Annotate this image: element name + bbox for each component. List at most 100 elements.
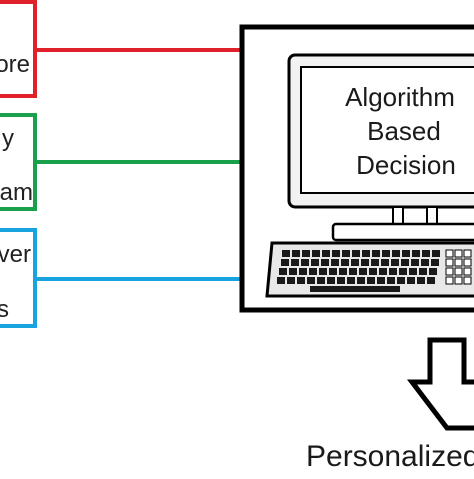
keyboard-key: [279, 268, 287, 275]
keyboard-key: [367, 277, 375, 284]
keyboard-key: [427, 277, 435, 284]
keyboard-key: [409, 268, 417, 275]
keyboard-key: [377, 277, 385, 284]
keyboard-key: [362, 250, 370, 257]
keyboard-key: [422, 250, 430, 257]
input-box-3-frame: [0, 228, 37, 328]
input-box-2-frame: [0, 113, 37, 211]
numpad-key: [445, 276, 454, 285]
keyboard-key: [342, 250, 350, 257]
input-box-3-line-1: ver: [0, 241, 31, 268]
screen-line-1: Algorithm: [345, 82, 455, 112]
keyboard-key: [282, 250, 290, 257]
input-box-1: ore: [0, 0, 37, 98]
numpad-key: [463, 249, 472, 258]
keyboard-key: [291, 259, 299, 266]
keyboard-key: [401, 259, 409, 266]
keyboard-key: [277, 277, 285, 284]
input-box-2-line-2: am: [0, 179, 33, 206]
keyboard-key: [302, 250, 310, 257]
screen-line-2: Based: [367, 116, 441, 146]
keyboard-key: [309, 268, 317, 275]
numpad-key: [463, 276, 472, 285]
keyboard-key: [419, 268, 427, 275]
monitor-neck-2: [426, 206, 438, 226]
keyboard-key: [431, 259, 439, 266]
monitor: Algorithm Based Decision: [287, 53, 474, 242]
down-arrow-icon: [406, 337, 474, 431]
keyboard: [265, 241, 474, 298]
input-box-1-frame: [0, 0, 37, 98]
keyboard-key: [412, 250, 420, 257]
keyboard-key: [402, 250, 410, 257]
monitor-screen: [300, 66, 474, 194]
keyboard-key: [361, 259, 369, 266]
keyboard-key: [411, 259, 419, 266]
numpad-key: [445, 249, 454, 258]
keyboard-key: [391, 259, 399, 266]
keyboard-key: [307, 277, 315, 284]
keyboard-key: [331, 259, 339, 266]
keyboard-key: [359, 268, 367, 275]
input-box-2: y am: [0, 113, 37, 211]
keyboard-key: [421, 259, 429, 266]
numpad-key: [454, 276, 463, 285]
monitor-neck: [392, 206, 404, 226]
input-box-3: ver s: [0, 228, 37, 328]
keyboard-key: [351, 259, 359, 266]
keyboard-key: [292, 250, 300, 257]
keyboard-key: [322, 250, 330, 257]
keyboard-key: [399, 268, 407, 275]
keyboard-key: [312, 250, 320, 257]
monitor-stand: [331, 222, 474, 242]
input-box-2-line-1: y: [2, 125, 14, 152]
keyboard-key: [329, 268, 337, 275]
input-box-1-line-1: ore: [0, 51, 30, 78]
keyboard-key: [297, 277, 305, 284]
keyboard-key: [332, 250, 340, 257]
keyboard-key: [369, 268, 377, 275]
keyboard-key: [301, 259, 309, 266]
keyboard-key: [429, 268, 437, 275]
keyboard-key: [382, 250, 390, 257]
keyboard-key: [327, 277, 335, 284]
keyboard-keys: [277, 249, 472, 292]
keyboard-key: [281, 259, 289, 266]
keyboard-key: [289, 268, 297, 275]
numpad-key: [463, 267, 472, 276]
keyboard-key: [347, 277, 355, 284]
keyboard-key: [372, 250, 380, 257]
keyboard-key: [337, 277, 345, 284]
keyboard-key: [319, 268, 327, 275]
numpad-key: [445, 258, 454, 267]
keyboard-key: [287, 277, 295, 284]
keyboard-key: [321, 259, 329, 266]
output-label: Personalized: [306, 440, 474, 473]
keyboard-key: [349, 268, 357, 275]
numpad-key: [445, 267, 454, 276]
keyboard-key: [397, 277, 405, 284]
computer-frame: [239, 24, 474, 313]
keyboard-key: [407, 277, 415, 284]
numpad-key: [454, 267, 463, 276]
keyboard-key: [381, 259, 389, 266]
keyboard-key: [341, 259, 349, 266]
keyboard-key: [379, 268, 387, 275]
keyboard-key: [389, 268, 397, 275]
keyboard-key: [317, 277, 325, 284]
keyboard-key: [311, 259, 319, 266]
numpad-key: [454, 258, 463, 267]
keyboard-key: [371, 259, 379, 266]
keyboard-key: [339, 268, 347, 275]
keyboard-key: [299, 268, 307, 275]
keyboard-key: [352, 250, 360, 257]
keyboard-key: [432, 250, 440, 257]
numpad-key: [463, 258, 472, 267]
keyboard-key: [417, 277, 425, 284]
numpad-key: [454, 249, 463, 258]
keyboard-key: [387, 277, 395, 284]
screen-line-3: Decision: [356, 150, 456, 180]
keyboard-key: [357, 277, 365, 284]
